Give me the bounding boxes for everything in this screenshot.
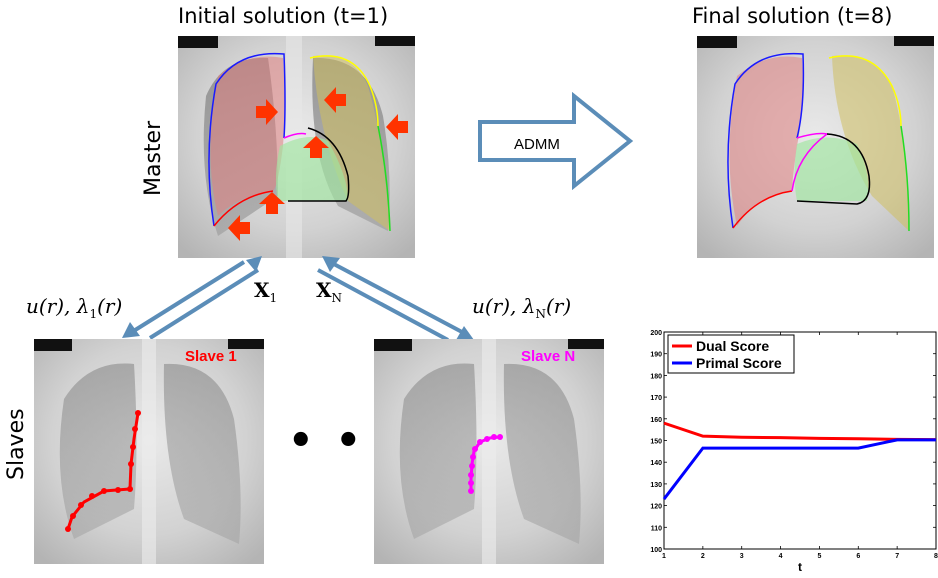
y-tick-label: 160: [650, 417, 662, 424]
y-tick-label: 100: [650, 547, 662, 554]
slaves-row-label: Slaves: [4, 408, 29, 480]
x1-label: X1: [254, 278, 278, 305]
slaveN-xray: [374, 339, 604, 564]
x-axis-label: t: [798, 560, 802, 574]
y-tick-label: 190: [650, 352, 662, 359]
y-tick-label: 180: [650, 373, 662, 380]
xN-label: XN: [316, 278, 343, 305]
admm-arrow: [478, 91, 634, 191]
admm-label: ADMM: [514, 136, 560, 153]
x-tick-label: 4: [779, 553, 783, 560]
series-line-primal: [662, 438, 936, 500]
x-tick-label: 2: [701, 553, 705, 560]
score-chart: 100 110 120 130 140 150 160 170 180 190 200 1 2 3 4 5 6 7…: [640, 322, 938, 574]
y-tick-label: 110: [651, 525, 662, 532]
x-tick-label: 1: [662, 553, 666, 560]
y-tick-label: 120: [650, 504, 662, 511]
final-solution-title: Final solution (t=8): [692, 4, 893, 28]
x-tick-label: 3: [740, 553, 744, 560]
master-row-label: Master: [141, 120, 166, 196]
y-tick-label: 140: [650, 460, 662, 467]
legend-label: Dual Score: [696, 338, 769, 354]
x-tick-label: 7: [895, 553, 899, 560]
master-final-xray: [697, 36, 934, 258]
legend-box: [667, 334, 795, 374]
left-dual-variables: u(r), λ1(r): [26, 294, 123, 321]
initial-solution-title: Initial solution (t=1): [178, 4, 389, 28]
x-tick-label: 6: [856, 553, 860, 560]
slave1-xray: [34, 339, 264, 564]
y-tick-label: 150: [650, 439, 662, 446]
x-tick-label: 5: [817, 553, 821, 560]
legend-label: Primal Score: [696, 355, 782, 371]
y-tick-label: 200: [650, 330, 662, 337]
master-initial-xray: [178, 36, 415, 258]
slaveN-label: Slave N: [521, 348, 576, 365]
slave1-label: Slave 1: [185, 348, 237, 365]
y-tick-label: 170: [650, 395, 662, 402]
series-line-dual: [663, 421, 937, 442]
y-tick-label: 130: [650, 482, 662, 489]
right-dual-variables: u(r), λN(r): [472, 294, 572, 321]
x-tick-label: 8: [934, 553, 938, 560]
score-chart-svg: 100 110 120 130 140 150 160 170 180 190 200 1 2 3 4 5 6 7…: [650, 330, 938, 574]
